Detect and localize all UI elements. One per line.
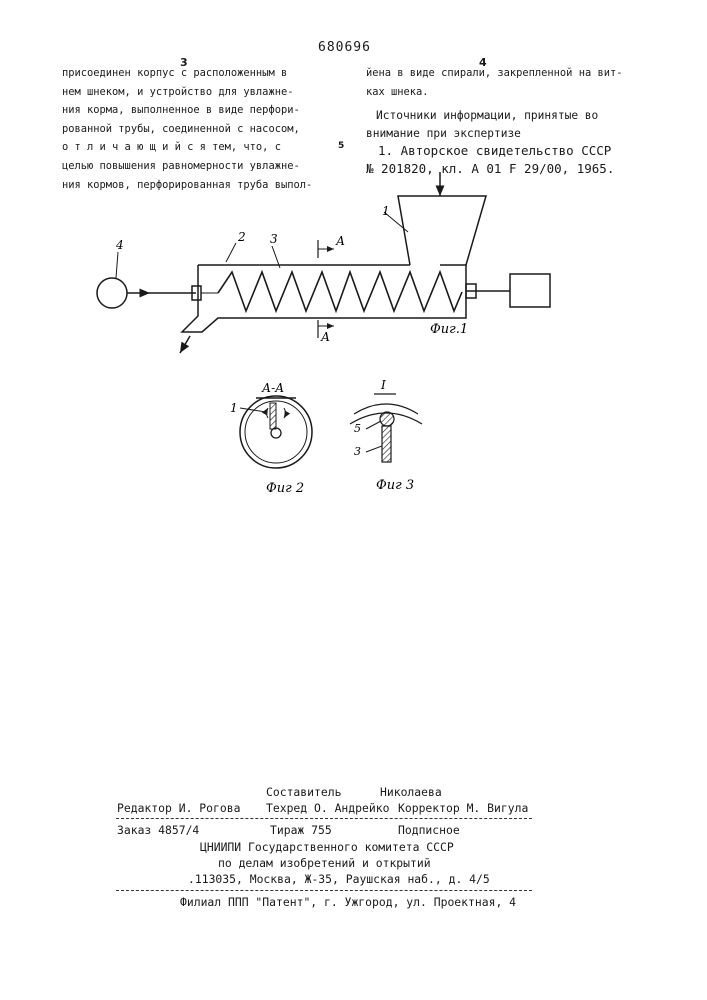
housing xyxy=(182,265,466,332)
housing-leader xyxy=(226,243,236,262)
corrector: Корректор М. Вигула xyxy=(398,801,528,815)
label-housing: 2 xyxy=(237,230,246,244)
label-hopper: 1 xyxy=(382,204,390,218)
auger-spiral xyxy=(218,272,462,311)
fig2-label: 1 xyxy=(230,401,238,415)
org-line-2: по делам изобретений и открытий xyxy=(218,856,431,870)
figure-1-auger-mixer xyxy=(97,172,550,353)
label-section-top: А xyxy=(335,234,345,248)
compiler-label: Составитель xyxy=(266,785,341,799)
fig1-caption: Фиг.1 xyxy=(430,322,468,337)
subscription: Подписное xyxy=(398,823,460,837)
techred: Техред О. Андрейко xyxy=(266,801,389,815)
fig2-caption: Фиг 2 xyxy=(266,481,304,496)
label-section-bottom: А xyxy=(320,330,330,344)
order-number: Заказ 4857/4 xyxy=(117,823,199,837)
divider xyxy=(116,890,532,891)
branch: Филиал ППП "Патент", г. Ужгород, ул. Про… xyxy=(180,895,516,909)
hopper xyxy=(398,196,486,265)
fig2-title: А-А xyxy=(261,381,284,395)
fig3-title: I xyxy=(380,378,386,392)
divider xyxy=(116,818,532,819)
label-auger: 3 xyxy=(270,232,278,246)
fig3-label-top: 5 xyxy=(354,422,361,435)
org-line-1: ЦНИИПИ Государственного комитета СССР xyxy=(200,840,454,854)
fig3-label-bottom: 3 xyxy=(354,445,361,458)
address: .113035, Москва, Ж-35, Раушская наб., д.… xyxy=(188,872,490,886)
label-pump: 4 xyxy=(115,238,124,252)
motor xyxy=(510,274,550,307)
pump-circle xyxy=(97,278,127,308)
editor: Редактор И. Рогова xyxy=(117,801,240,815)
pump-leader xyxy=(116,252,118,278)
figure-2-section xyxy=(240,396,312,468)
fig3-caption: Фиг 3 xyxy=(376,478,414,493)
compiler-name: Николаева xyxy=(380,785,442,799)
circulation: Тираж 755 xyxy=(270,823,332,837)
